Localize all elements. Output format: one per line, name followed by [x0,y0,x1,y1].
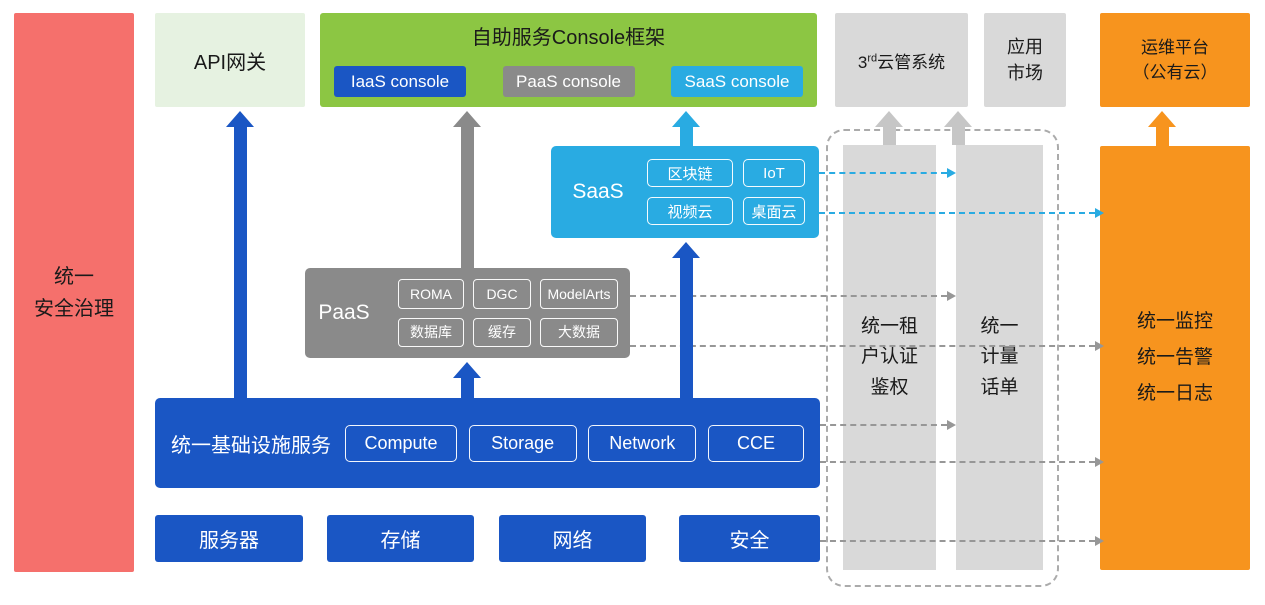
paas-chip-bigdata: 大数据 [540,317,618,347]
saas-console-chip: SaaS console [671,66,803,97]
hardware-security-box: 安全 [679,515,820,562]
paas-service-grid: ROMA DGC ModelArts 数据库 缓存 大数据 [398,279,618,347]
dashed-security-to-monitor [820,536,1104,546]
om-platform-box: 运维平台 （公有云） [1100,13,1250,107]
iaas-layer-label: 统一基础设施服务 [171,434,331,457]
arrow-iaas-to-paas [453,362,481,398]
paas-chip-roma: ROMA [398,279,464,309]
dashed-paas-to-monitor [630,341,1104,351]
arrow-iaas-to-saas [672,242,700,398]
arrow-iaas-to-api-gateway [226,111,254,398]
saas-service-grid: 区块链 IoT 视频云 桌面云 [647,159,805,225]
shared-services-dashed-frame [826,129,1059,587]
hardware-storage-box: 存储 [327,515,474,562]
saas-layer-box: SaaS 区块链 IoT 视频云 桌面云 [551,146,819,238]
monitor-alarm-log-box: 统一监控 统一告警 统一日志 [1100,146,1250,570]
app-market-box: 应用 市场 [984,13,1066,107]
arrow-saas-to-console [672,111,700,146]
dashed-saas-to-metering [819,168,956,178]
paas-chip-modelarts: ModelArts [540,279,618,309]
console-framework-title: 自助服务Console框架 [471,27,666,49]
paas-chip-database: 数据库 [398,317,464,347]
api-gateway-box: API网关 [155,13,305,107]
iaas-service-row: Compute Storage Network CCE [345,398,804,488]
arrow-paas-to-console [453,111,481,268]
console-chip-row: IaaS console PaaS console SaaS console [334,66,803,97]
iaas-layer-box: 统一基础设施服务 Compute Storage Network CCE [155,398,820,488]
arrow-metering-to-cms [944,111,972,145]
console-framework-box: 自助服务Console框架 IaaS console PaaS console … [320,13,817,107]
tenant-auth-bar: 统一租 户认证 鉴权 [843,145,936,570]
dashed-iaas-to-metering [820,420,956,430]
iaas-console-chip: IaaS console [334,66,466,97]
paas-chip-cache: 缓存 [473,317,531,347]
third-party-cms-box: 3rd云管系统 [835,13,968,107]
paas-layer-label: PaaS [318,301,370,324]
metering-billing-bar: 统一 计量 话单 [956,145,1043,570]
iaas-chip-cce: CCE [707,424,804,462]
dashed-paas-to-metering [630,291,956,301]
saas-chip-iot: IoT [743,159,805,187]
hardware-network-box: 网络 [499,515,646,562]
paas-console-chip: PaaS console [502,66,635,97]
paas-layer-box: PaaS ROMA DGC ModelArts 数据库 缓存 大数据 [305,268,630,358]
saas-layer-label: SaaS [572,180,624,203]
iaas-chip-storage: Storage [468,424,577,462]
third-party-cms-label: 3rd云管系统 [857,51,946,72]
saas-chip-desktop-cloud: 桌面云 [743,197,805,225]
security-governance-bar: 统一 安全治理 [14,13,134,572]
dashed-iaas-to-monitor [820,457,1104,467]
saas-chip-blockchain: 区块链 [647,159,733,187]
hardware-server-box: 服务器 [155,515,303,562]
saas-chip-video-cloud: 视频云 [647,197,733,225]
paas-chip-dgc: DGC [473,279,531,309]
dashed-saas-to-monitor [819,208,1104,218]
iaas-chip-network: Network [588,424,697,462]
iaas-chip-compute: Compute [345,424,457,462]
arrow-tenant-to-cms [875,111,903,145]
arrow-monitor-to-om [1148,111,1176,146]
